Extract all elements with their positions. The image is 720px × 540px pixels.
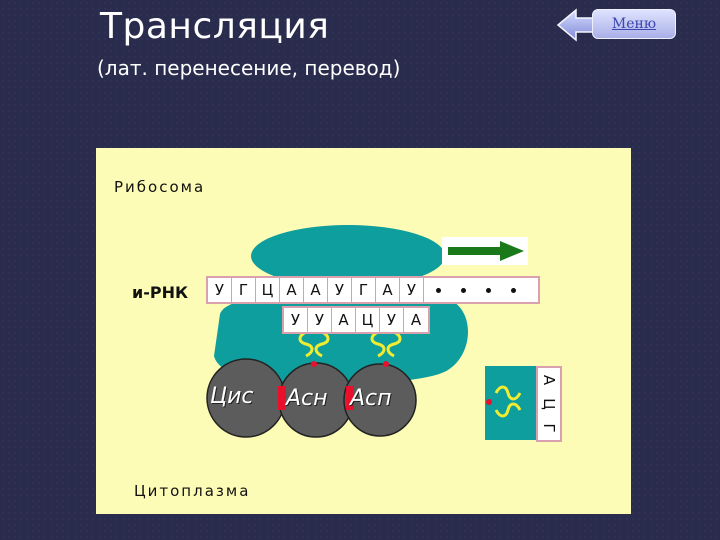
slide-title: Трансляция bbox=[100, 6, 330, 47]
anticodon-nucleotide: Ц bbox=[356, 308, 380, 332]
trna-stems bbox=[298, 330, 402, 358]
mrna-strand: У Г Ц А А У Г А У bbox=[206, 276, 540, 304]
trna-anticodons: У У А Ц У А bbox=[282, 306, 430, 334]
mrna-codon-nucleotide: Г bbox=[352, 278, 376, 302]
mrna-codon-nucleotide: У bbox=[208, 278, 232, 302]
incoming-anticodon-nucleotide: Г bbox=[540, 423, 558, 433]
amino-acid-label: Цис bbox=[210, 384, 254, 409]
ribosome-label: Рибосома bbox=[114, 178, 206, 196]
anticodon-nucleotide: У bbox=[284, 308, 308, 332]
mrna-codon-nucleotide: А bbox=[280, 278, 304, 302]
anticodon-nucleotide: У bbox=[380, 308, 404, 332]
direction-arrow-icon bbox=[448, 241, 524, 261]
translation-diagram: Рибосома и-РНК Цитоплазма У Г Ц А А У Г … bbox=[96, 148, 631, 514]
attach-point-2 bbox=[383, 361, 389, 367]
amino-acid-label: Асн bbox=[286, 386, 328, 411]
incoming-trna-stem bbox=[494, 385, 522, 418]
incoming-anticodon-nucleotide: Ц bbox=[537, 393, 561, 415]
ribosome-large-subunit bbox=[251, 225, 445, 287]
incoming-trna-anticodon: А Ц Г bbox=[536, 366, 562, 442]
mrna-continuation-dots bbox=[424, 278, 538, 302]
continuation-dot bbox=[461, 287, 466, 293]
mrna-codon-nucleotide: А bbox=[304, 278, 328, 302]
incoming-bond-point bbox=[486, 399, 492, 405]
cytoplasm-label: Цитоплазма bbox=[134, 482, 251, 500]
slide-subtitle: (лат. перенесение, перевод) bbox=[97, 56, 401, 80]
mrna-label: и-РНК bbox=[132, 283, 189, 302]
anticodon-nucleotide: А bbox=[410, 311, 422, 329]
continuation-dot bbox=[486, 287, 491, 293]
mrna-codon-nucleotide: У bbox=[400, 278, 424, 302]
anticodon-nucleotide: У bbox=[308, 308, 332, 332]
mrna-codon-nucleotide: Ц bbox=[256, 278, 280, 302]
anticodon-nucleotide: А bbox=[332, 308, 356, 332]
mrna-codon-nucleotide: У bbox=[328, 278, 352, 302]
amino-acid-asp bbox=[343, 363, 417, 437]
continuation-dot bbox=[436, 287, 441, 293]
peptide-bond-2 bbox=[346, 386, 354, 410]
peptide-bond-1 bbox=[278, 386, 286, 410]
mrna-codon-nucleotide: А bbox=[376, 278, 400, 302]
incoming-anticodon-nucleotide: А bbox=[537, 369, 561, 391]
amino-acid-label: Асп bbox=[350, 386, 392, 411]
mrna-codon-nucleotide: Г bbox=[232, 278, 256, 302]
continuation-dot bbox=[511, 287, 516, 293]
attach-point-1 bbox=[311, 361, 317, 367]
menu-button[interactable]: Меню bbox=[592, 9, 676, 39]
